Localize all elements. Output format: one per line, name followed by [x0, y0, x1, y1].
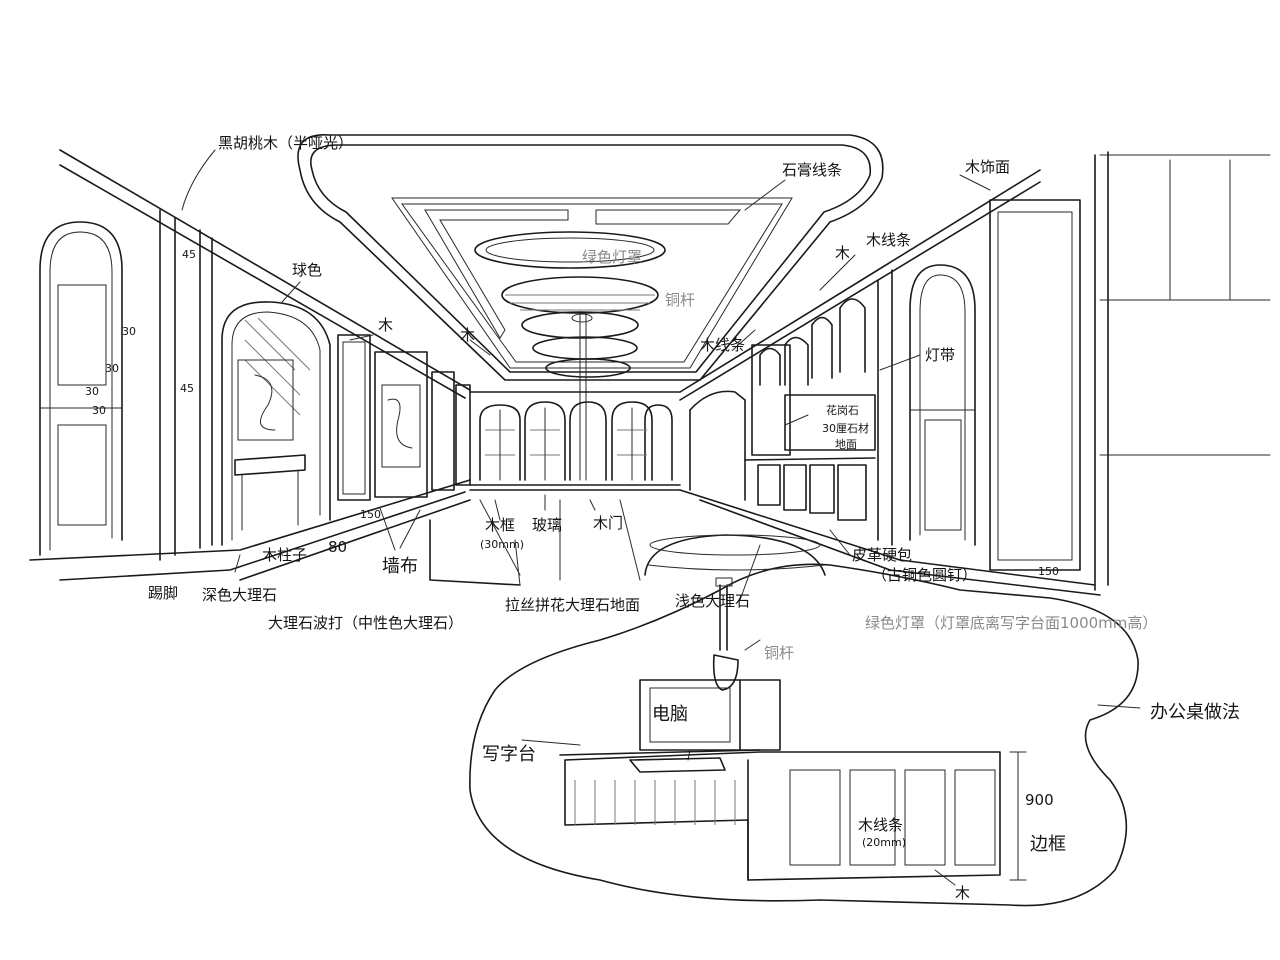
back-wall	[469, 391, 681, 486]
label-stone-30: 30厘石材	[822, 421, 869, 435]
label-marble-floor: 拉丝拼花大理石地面	[505, 596, 640, 614]
label-plaster-molding: 石膏线条	[782, 161, 842, 179]
label-edge-frame: 边框	[1030, 834, 1066, 855]
dim-30-d: 30	[92, 404, 106, 417]
dim-30-a: 30	[122, 325, 136, 338]
label-copper-rod: 铜杆	[764, 644, 794, 662]
label-computer: 电脑	[652, 704, 688, 725]
label-wall-fabric: 墙布	[382, 556, 418, 577]
label-desk: 写字台	[482, 744, 536, 765]
label-wood-left: 木	[378, 316, 393, 334]
label-green-shade-note: 绿色灯罩（灯罩底离写字台面1000mm高）	[865, 614, 1157, 632]
left-wall	[29, 149, 471, 581]
label-wood-column: 木柱子	[262, 546, 307, 564]
dim-45-b: 45	[180, 382, 194, 395]
label-copper-rod-top: 铜杆	[665, 291, 695, 309]
leader-lines	[181, 149, 1141, 886]
label-green-shade-top: 绿色灯罩	[582, 248, 642, 266]
label-office-desk-method: 办公桌做法	[1150, 702, 1240, 723]
label-wood-molding-right: 木线条	[866, 231, 911, 249]
dim-150-a: 150	[360, 508, 381, 521]
label-desk-molding-size: (20mm)	[862, 836, 906, 849]
label-desk-height: 900	[1025, 791, 1054, 809]
label-light-strip: 灯带	[925, 346, 955, 364]
label-paint-color: 球色	[292, 261, 322, 279]
label-light-marble: 浅色大理石	[675, 592, 750, 610]
ceiling	[297, 134, 884, 481]
label-desk-molding: 木线条	[858, 816, 903, 834]
annotations: 黑胡桃木（半哑光） 球色 木 石膏线条 木饰面 绿色灯罩 铜杆 木 木线条 木 …	[85, 134, 1240, 902]
label-marble-border: 大理石波打（中性色大理石）	[268, 614, 463, 632]
label-wood-mid: 木	[460, 326, 475, 344]
label-wood-right: 木	[835, 244, 850, 262]
right-wall	[679, 151, 1271, 596]
label-wood-door: 木门	[593, 514, 623, 532]
label-wood-veneer: 木饰面	[965, 158, 1010, 176]
dim-30-b: 30	[105, 362, 119, 375]
label-column-dim: 80	[328, 538, 347, 556]
label-stone-floor: 地面	[835, 438, 857, 451]
label-dark-marble: 深色大理石	[202, 586, 277, 604]
label-copper-nail: （古铜色圆钉）	[872, 566, 977, 584]
dim-30-c: 30	[85, 385, 99, 398]
floor	[429, 489, 681, 586]
label-leather-panel: 皮革硬包	[852, 546, 912, 564]
label-walnut-wood: 黑胡桃木（半哑光）	[218, 134, 353, 152]
label-granite: 花岗石	[826, 404, 859, 417]
dim-45-a: 45	[182, 248, 196, 261]
label-wood-molding-mid: 木线条	[700, 336, 745, 354]
dim-150-b: 150	[1038, 565, 1059, 578]
label-glass: 玻璃	[532, 516, 562, 534]
label-wood-bottom: 木	[955, 884, 970, 902]
label-wood-frame: 木框	[485, 516, 515, 534]
label-wood-frame-size: (30mm)	[480, 538, 524, 551]
label-baseboard: 踢脚	[148, 584, 178, 602]
desk-detail	[469, 534, 1139, 907]
